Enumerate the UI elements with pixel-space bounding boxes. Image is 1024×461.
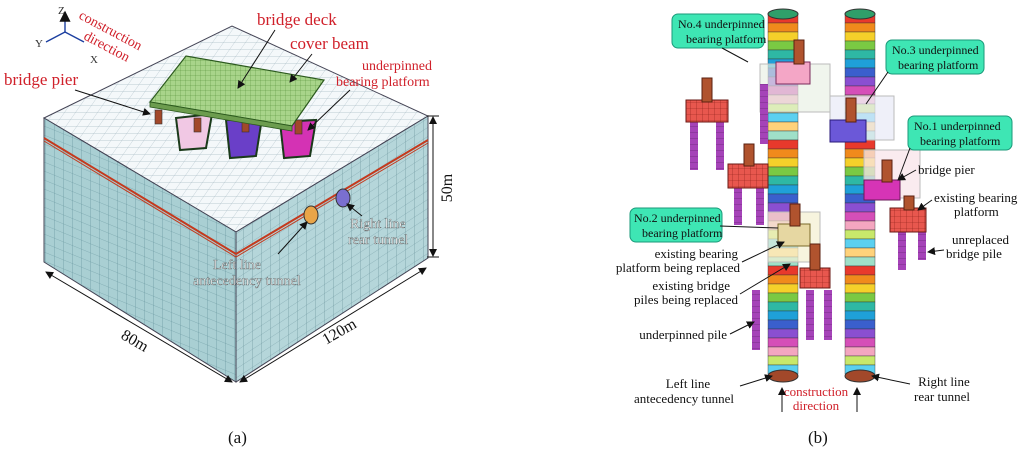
label-bridge-pier: bridge pier <box>4 70 78 89</box>
label-b-underpinned-pile: underpinned pile <box>639 327 727 342</box>
tunnel-ring <box>844 265 876 276</box>
axis-triad: Z Y X <box>35 5 98 66</box>
tunnel-ring <box>844 85 876 96</box>
tunnel-face <box>767 369 799 383</box>
tunnel-ring <box>844 328 876 339</box>
pile-group-mid-left <box>727 143 769 225</box>
tunnel-ring <box>844 337 876 348</box>
tunnel-ring <box>844 256 876 267</box>
tunnel-ring <box>844 31 876 42</box>
label-bridge-deck: bridge deck <box>257 10 337 29</box>
tunnel-ring <box>767 184 799 195</box>
axis-y-label: Y <box>35 38 43 50</box>
tunnel-ring <box>767 283 799 294</box>
tunnel-ring <box>767 175 799 186</box>
tunnel-cap <box>844 8 876 20</box>
right-tunnel-opening <box>335 188 351 208</box>
tunnel-ring <box>844 283 876 294</box>
tunnel-ring <box>767 355 799 366</box>
pile-group-left <box>685 77 729 170</box>
axis-x-label: X <box>90 54 98 66</box>
tunnel-ring <box>767 310 799 321</box>
tunnel-ring <box>844 274 876 285</box>
label-right-tunnel: Right line rear tunnel <box>348 217 409 248</box>
tunnels <box>767 8 876 383</box>
tunnel-ring <box>767 265 799 276</box>
tunnel-ring <box>844 301 876 312</box>
tunnel-ring <box>767 319 799 330</box>
panel-a: Z Y X construction direction bridge deck… <box>4 5 456 447</box>
tunnel-ring <box>844 229 876 240</box>
caption-b: (b) <box>808 428 828 447</box>
tunnel-ring <box>844 346 876 357</box>
stratum-line <box>43 137 429 256</box>
tunnel-ring <box>844 247 876 258</box>
tunnel-ring <box>844 49 876 60</box>
caption-a: (a) <box>228 428 247 447</box>
tunnel-ring <box>844 292 876 303</box>
tunnel-ring <box>767 121 799 132</box>
tunnel-ring <box>844 211 876 222</box>
tunnel-ring <box>767 139 799 150</box>
right-tunnel <box>844 8 876 383</box>
tunnel-ring <box>767 130 799 141</box>
label-b-bridge-pier: bridge pier <box>918 162 975 177</box>
label-cover-beam: cover beam <box>290 34 369 53</box>
tunnel-cap <box>767 8 799 20</box>
pile-group-right <box>889 195 927 270</box>
dim-height: 50m <box>439 173 456 202</box>
construction-direction-label: construction direction <box>69 8 148 70</box>
tunnel-ring <box>767 274 799 285</box>
tunnel-ring <box>767 22 799 33</box>
pile-group-top <box>759 39 831 144</box>
tunnel-ring <box>844 22 876 33</box>
tunnel-ring <box>767 157 799 168</box>
tunnel-ring <box>844 319 876 330</box>
tunnel-face <box>844 369 876 383</box>
tunnel-ring <box>844 238 876 249</box>
tunnel-ring <box>767 346 799 357</box>
pile-group-no1 <box>863 149 921 201</box>
tunnel-ring <box>844 220 876 231</box>
tunnel-ring <box>844 40 876 51</box>
tunnel-ring <box>767 193 799 204</box>
tunnel-ring <box>767 166 799 177</box>
tunnel-ring <box>767 328 799 339</box>
tunnel-ring <box>844 310 876 321</box>
tunnel-ring <box>767 337 799 348</box>
tunnel-ring <box>767 292 799 303</box>
left-tunnel-opening <box>303 205 319 225</box>
tunnel-ring <box>767 148 799 159</box>
pile-group-no3 <box>829 95 895 143</box>
tunnel-ring <box>844 76 876 87</box>
axis-z-label: Z <box>58 5 65 17</box>
tunnel-ring <box>844 58 876 69</box>
pile-group-no2 <box>752 203 832 350</box>
tunnel-ring <box>844 355 876 366</box>
tunnel-ring <box>844 67 876 78</box>
label-underpinned-platform: underpinned bearing platform <box>336 59 435 90</box>
tunnel-ring <box>844 202 876 213</box>
tunnel-ring <box>767 301 799 312</box>
tunnel-ring <box>767 112 799 123</box>
